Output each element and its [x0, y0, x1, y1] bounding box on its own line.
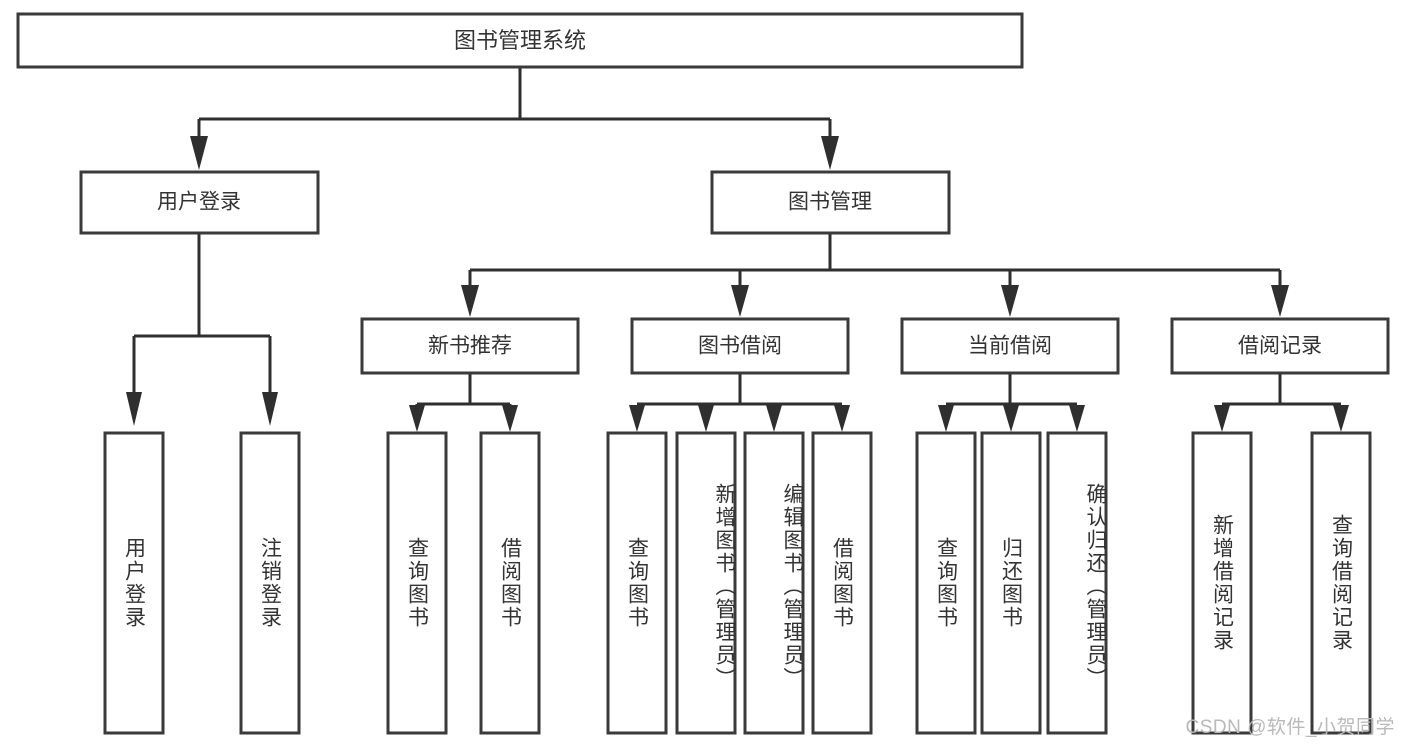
node-box[interactable]	[1170, 317, 1390, 375]
leaf-box-borrow-book-1[interactable]	[479, 431, 541, 735]
arrow-head-icon	[1003, 405, 1019, 432]
node-label: 图书借阅	[698, 335, 782, 358]
leaf-box-query-record[interactable]	[1310, 431, 1372, 735]
leaf-box-user-login[interactable]	[103, 431, 165, 735]
node-box[interactable]	[630, 317, 850, 375]
leaf-box-confirm-return-admin[interactable]	[1046, 431, 1108, 735]
node-user-login[interactable]: 用户登录	[79, 170, 320, 235]
leaf-box-borrow-book-2[interactable]	[811, 431, 873, 735]
node-label: 图书管理	[788, 191, 872, 214]
node-label: 新书推荐	[428, 335, 512, 358]
node-book-manage[interactable]: 图书管理	[710, 170, 951, 235]
arrow-head-icon	[126, 392, 142, 426]
arrow-head-icon	[821, 136, 839, 170]
leaf-box-query-book-2[interactable]	[606, 431, 668, 735]
arrow-head-icon	[938, 405, 954, 432]
csdn-watermark: CSDN @软件_小贺同学	[1185, 717, 1395, 738]
node-label: 图书管理系统	[454, 28, 586, 53]
node-book-borrow[interactable]: 图书借阅	[630, 317, 850, 375]
node-box[interactable]	[79, 170, 320, 235]
node-borrow-record[interactable]: 借阅记录	[1170, 317, 1390, 375]
arrow-head-icon	[1214, 405, 1230, 432]
arrow-head-icon	[629, 405, 645, 432]
connector-book-manage-to-level2	[461, 233, 1289, 317]
node-box[interactable]	[360, 317, 580, 375]
node-new-book-recommend[interactable]: 新书推荐	[360, 317, 580, 375]
arrow-head-icon	[409, 405, 425, 432]
leaf-box-logout[interactable]	[239, 431, 301, 735]
leaf-box-add-book-admin[interactable]	[675, 431, 737, 735]
connector-borrow-record-to-leaves	[1214, 373, 1349, 432]
node-box[interactable]	[900, 317, 1120, 375]
arrow-head-icon	[190, 136, 208, 170]
connector-new-book-rec-to-leaves	[409, 373, 518, 432]
arrow-head-icon	[834, 405, 850, 432]
leaf-box-add-record[interactable]	[1191, 431, 1253, 735]
arrow-head-icon	[502, 405, 518, 432]
connector-user-login-to-leaves	[126, 233, 278, 426]
connector-current-borrow-to-leaves	[938, 373, 1085, 432]
node-label: 用户登录	[157, 191, 241, 214]
arrow-head-icon	[1333, 405, 1349, 432]
leaf-box-return-book[interactable]	[980, 431, 1042, 735]
arrow-head-icon	[698, 405, 714, 432]
arrow-head-icon	[1001, 285, 1019, 317]
node-label: 借阅记录	[1238, 335, 1322, 358]
leaf-box-query-book-1[interactable]	[386, 431, 448, 735]
node-box[interactable]	[16, 12, 1024, 69]
arrow-head-icon	[1271, 285, 1289, 317]
arrow-head-icon	[731, 285, 749, 317]
leaf-box-query-book-3[interactable]	[915, 431, 977, 735]
connector-book-borrow-to-leaves	[629, 373, 850, 432]
arrow-head-icon	[461, 285, 479, 317]
arrow-head-icon	[262, 392, 278, 426]
arrow-head-icon	[1069, 405, 1085, 432]
leaf-box-edit-book-admin[interactable]	[743, 431, 805, 735]
connector-root-to-level1	[190, 67, 839, 170]
node-current-borrow[interactable]: 当前借阅	[900, 317, 1120, 375]
node-label: 当前借阅	[968, 335, 1052, 358]
node-root[interactable]: 图书管理系统	[16, 12, 1024, 69]
node-box[interactable]	[710, 170, 951, 235]
arrow-head-icon	[766, 405, 782, 432]
